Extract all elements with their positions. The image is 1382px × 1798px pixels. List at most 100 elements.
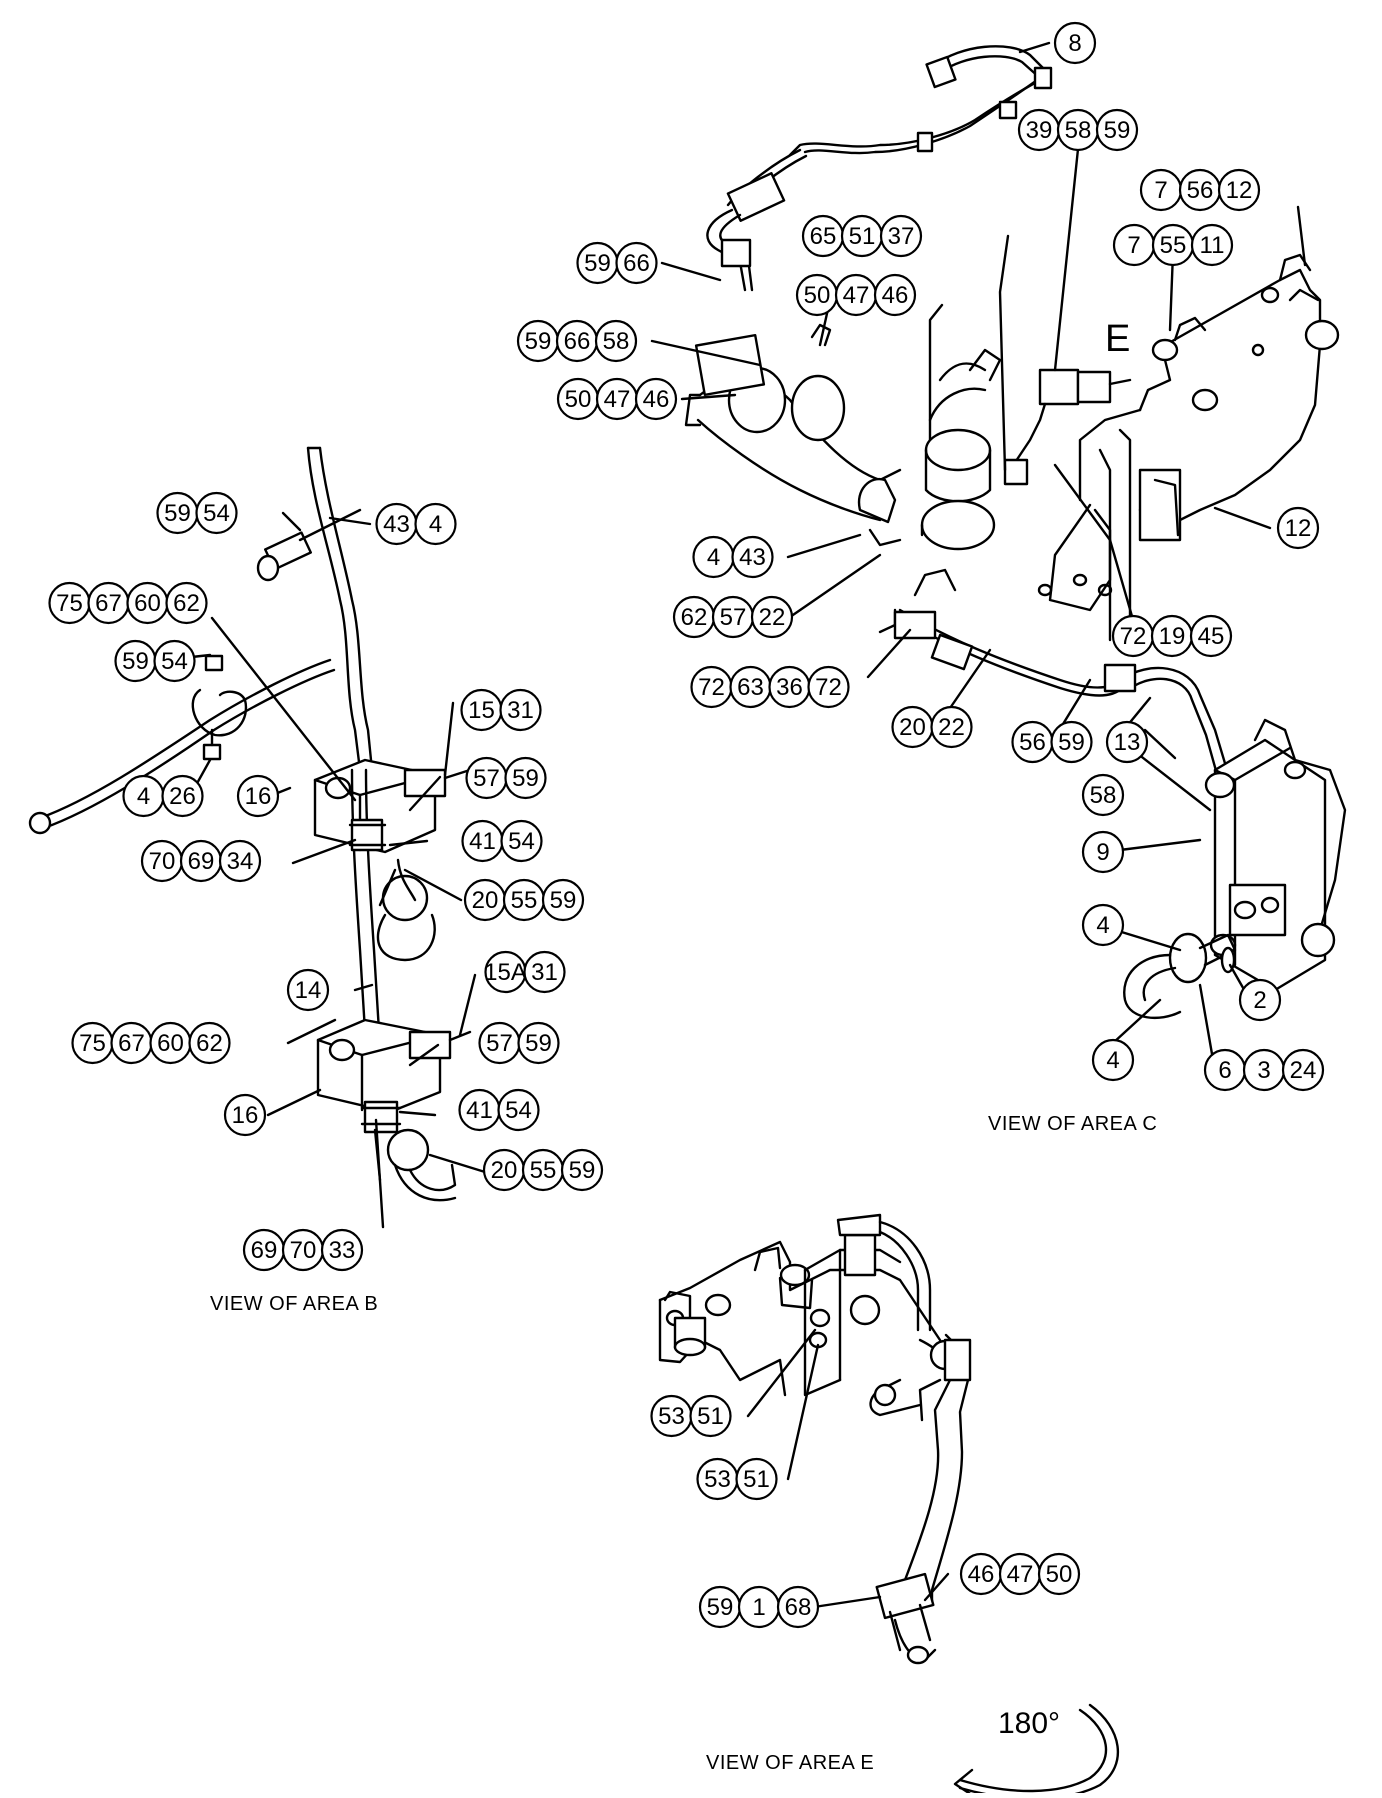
callout-number: 8 bbox=[1068, 30, 1081, 57]
callout-number: 56 bbox=[1187, 177, 1214, 204]
rotation-label: 180° bbox=[998, 1707, 1061, 1740]
callout-number: 31 bbox=[507, 697, 534, 724]
callout-number: 58 bbox=[603, 328, 630, 355]
callout-number: 50 bbox=[565, 386, 592, 413]
callout-number: 24 bbox=[1290, 1057, 1317, 1084]
callout-bubble bbox=[594, 319, 638, 363]
callout-bubble bbox=[188, 1021, 231, 1065]
callout-number: 72 bbox=[1120, 623, 1147, 650]
callout-number: 19 bbox=[1159, 623, 1186, 650]
callout-number: 59 bbox=[512, 765, 539, 792]
callout-number: 1 bbox=[752, 1594, 765, 1621]
callout-bubble bbox=[1050, 720, 1093, 764]
callout-number: 4 bbox=[429, 511, 442, 538]
callout-group: 59 54 bbox=[156, 491, 238, 535]
callout-bubble bbox=[541, 878, 585, 922]
callout-number: 67 bbox=[95, 590, 122, 617]
callout-bubble bbox=[731, 535, 774, 579]
callout-number: 16 bbox=[232, 1102, 259, 1129]
callout-bubble bbox=[1190, 223, 1234, 267]
callout-number: 53 bbox=[704, 1466, 731, 1493]
callout-bubble bbox=[1238, 978, 1282, 1022]
callout-number: 57 bbox=[473, 765, 500, 792]
callout-bubble bbox=[776, 1585, 820, 1629]
callout-group: 16 bbox=[236, 774, 280, 818]
callout-number: 59 bbox=[122, 648, 149, 675]
callout-number: 62 bbox=[173, 590, 200, 617]
callout-number: 31 bbox=[531, 959, 558, 986]
callout-number: 46 bbox=[968, 1561, 995, 1588]
callout-bubble bbox=[1105, 720, 1149, 764]
callout-bubble bbox=[1095, 108, 1139, 152]
callout-group: 9 bbox=[1081, 830, 1125, 874]
callout-number: 70 bbox=[290, 1237, 317, 1264]
callout-number: 69 bbox=[188, 848, 215, 875]
callout-number: 59 bbox=[525, 328, 552, 355]
callout-bubble bbox=[236, 774, 280, 818]
callout-number: 34 bbox=[227, 848, 254, 875]
callout-bubble bbox=[879, 214, 923, 258]
callout-number: 69 bbox=[251, 1237, 278, 1264]
callout-number: 75 bbox=[79, 1030, 106, 1057]
callout-bubble bbox=[223, 1093, 267, 1137]
callout-group: 16 bbox=[223, 1093, 267, 1137]
callout-group: 58 bbox=[1081, 773, 1125, 817]
callout-number: 51 bbox=[849, 223, 876, 250]
callout-number: 6 bbox=[1218, 1057, 1231, 1084]
callout-bubble bbox=[930, 705, 973, 749]
callout-number: 55 bbox=[530, 1157, 557, 1184]
area-e-drawing bbox=[658, 1213, 1120, 1798]
callout-group: 20 55 59 bbox=[482, 1148, 604, 1192]
callout-bubble bbox=[286, 968, 330, 1012]
callout-number: 59 bbox=[525, 1030, 552, 1057]
callout-group: 57 59 bbox=[465, 756, 547, 800]
callout-number: 59 bbox=[1104, 117, 1131, 144]
caption-view-area-b: VIEW OF AREA B bbox=[210, 1293, 379, 1315]
callout-bubble bbox=[1217, 168, 1261, 212]
callout-number: 39 bbox=[1026, 117, 1053, 144]
callout-number: 60 bbox=[157, 1030, 184, 1057]
callout-number: 54 bbox=[508, 828, 535, 855]
callout-bubble bbox=[1091, 1038, 1135, 1082]
callout-bubble bbox=[560, 1148, 604, 1192]
caption-view-area-e: VIEW OF AREA E bbox=[706, 1752, 875, 1774]
callout-number: 57 bbox=[486, 1030, 513, 1057]
callout-number: 26 bbox=[169, 783, 196, 810]
callout-number: 54 bbox=[203, 500, 230, 527]
callout-number: 63 bbox=[737, 674, 764, 701]
callout-bubble bbox=[1281, 1048, 1325, 1092]
callout-number: 4 bbox=[707, 544, 720, 571]
callout-bubble bbox=[1276, 506, 1320, 550]
callout-number: 59 bbox=[584, 250, 611, 277]
area-letter-e: E bbox=[1105, 318, 1131, 360]
callout-number: 53 bbox=[658, 1403, 685, 1430]
callout-group: 57 59 bbox=[478, 1021, 560, 1065]
callout-number: 70 bbox=[149, 848, 176, 875]
callout-number: 59 bbox=[569, 1157, 596, 1184]
callout-number: 68 bbox=[785, 1594, 812, 1621]
callout-number: 51 bbox=[697, 1403, 724, 1430]
callout-bubble bbox=[1081, 903, 1125, 947]
callout-number: 20 bbox=[491, 1157, 518, 1184]
callout-bubble bbox=[504, 756, 547, 800]
callout-number: 72 bbox=[815, 674, 842, 701]
callout-number: 56 bbox=[1019, 729, 1046, 756]
callout-number: 59 bbox=[164, 500, 191, 527]
callout-group: 13 bbox=[1105, 720, 1149, 764]
callout-number: 47 bbox=[1007, 1561, 1034, 1588]
callout-number: 55 bbox=[511, 887, 538, 914]
